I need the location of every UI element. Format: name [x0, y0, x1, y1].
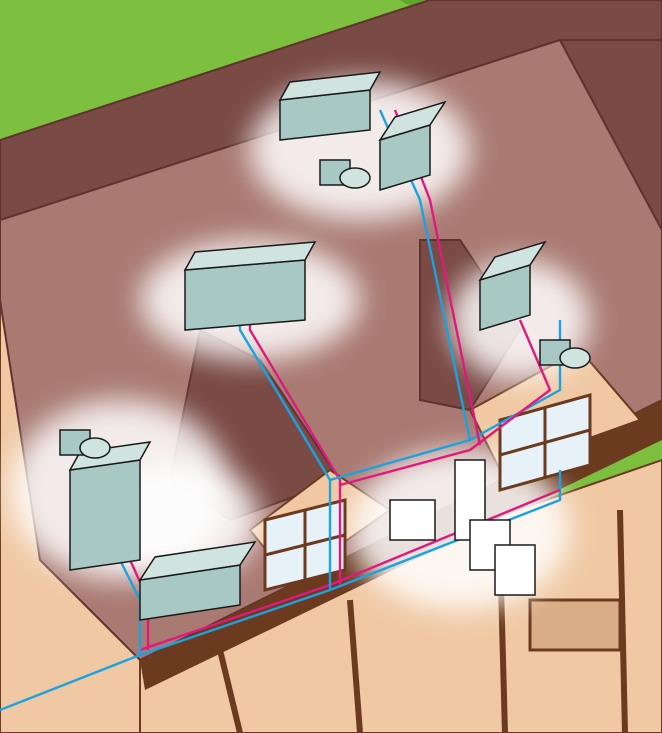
toilet-icon — [319, 159, 371, 189]
toilet-icon — [59, 429, 111, 459]
window-icon — [263, 498, 347, 592]
vanity-unit-icon — [478, 240, 547, 332]
vanity-unit-icon — [68, 441, 152, 571]
windows — [263, 393, 592, 592]
window-icon — [498, 393, 592, 492]
toilet-icon — [539, 339, 591, 369]
timber-post — [617, 509, 628, 733]
vanity-unit-icon — [378, 100, 447, 192]
utility-sink-icon — [389, 499, 436, 541]
vanity-unit-icon — [183, 241, 317, 331]
balcony — [528, 598, 622, 652]
timber-post — [217, 649, 243, 733]
hot-water-pipe — [339, 319, 552, 487]
roof-right-slope — [558, 39, 662, 231]
bathtub-icon — [278, 71, 382, 141]
timber-post — [347, 599, 363, 733]
bathtub-icon — [138, 541, 257, 621]
dryer-icon — [494, 544, 536, 596]
fixtures — [59, 71, 591, 621]
